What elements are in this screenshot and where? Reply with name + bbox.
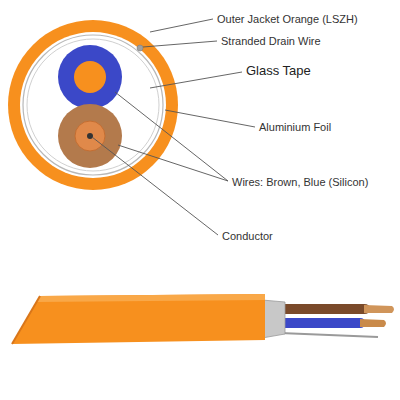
aluminium-foil [23, 35, 163, 175]
jacket-cut [12, 296, 40, 344]
glass-tape [27, 39, 159, 171]
drain-wire-side [280, 333, 378, 337]
blue-wire-copper [360, 319, 386, 327]
blue-wire [58, 45, 122, 109]
jacket-side [12, 294, 265, 344]
conductor-dot [87, 133, 93, 139]
brown-wire-side [280, 304, 370, 314]
part-label: Conductor [221, 229, 274, 243]
outer-jacket [8, 20, 178, 190]
foil-side [262, 300, 285, 338]
jacket-inner [20, 32, 166, 178]
part-label: Wires: Brown, Blue (Silicon) [231, 175, 369, 189]
leader-lines [92, 19, 255, 235]
part-label: Aluminium Foil [258, 120, 332, 134]
brown-conductor [75, 121, 105, 151]
cable-side-view [12, 294, 394, 344]
part-label: Glass Tape [245, 64, 312, 78]
part-label: Stranded Drain Wire [220, 34, 322, 48]
jacket-highlight [36, 294, 265, 302]
drain-wire [137, 45, 143, 51]
blue-wire-side [280, 318, 365, 328]
brown-wire [58, 104, 122, 168]
part-label: Outer Jacket Orange (LSZH) [216, 12, 359, 26]
brown-wire-copper [364, 305, 394, 313]
blue-conductor [74, 61, 106, 93]
